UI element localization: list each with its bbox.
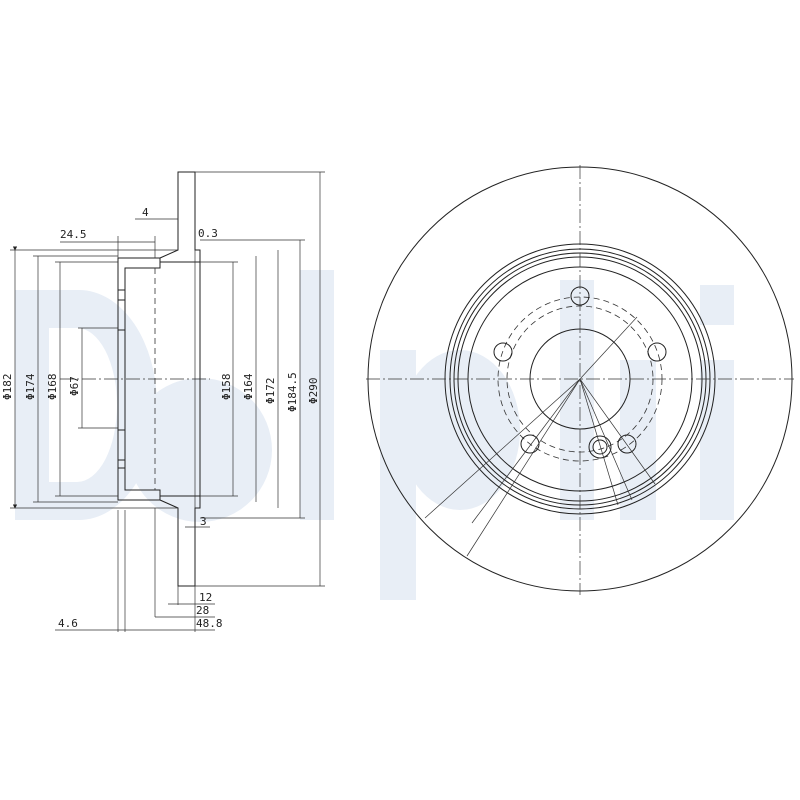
dim-label-4-6: 4.6 xyxy=(58,617,78,630)
side-section-view xyxy=(10,171,325,632)
dim-label-d168: Φ168 xyxy=(46,374,59,401)
bolt-hole xyxy=(617,434,637,454)
dim-label-24-5: 24.5 xyxy=(60,228,87,241)
dim-label-48-8: 48.8 xyxy=(196,617,223,630)
bolt-hole xyxy=(647,342,667,362)
delphi-watermark xyxy=(15,270,734,600)
dim-label-d182: Φ182 xyxy=(1,374,14,401)
right-diameter-labels: Φ158 Φ164 Φ172 Φ184.5 Φ290 xyxy=(220,372,320,412)
bolt-hole xyxy=(493,342,513,362)
dim-label-d290: Φ290 xyxy=(307,378,320,405)
dim-label-12: 12 xyxy=(199,591,212,604)
dim-label-d172: Φ172 xyxy=(264,378,277,405)
dim-label-d184-5: Φ184.5 xyxy=(286,372,299,412)
bolt-hole xyxy=(520,434,540,454)
dim-label-d174: Φ174 xyxy=(24,373,37,400)
front-view xyxy=(366,165,794,595)
dim-label-0-3: 0.3 xyxy=(198,227,218,240)
top-dimension-labels: 24.5 4 0.3 xyxy=(60,206,218,241)
dim-label-3: 3 xyxy=(200,515,207,528)
dim-label-d164: Φ164 xyxy=(242,373,255,400)
bottom-dimension-labels: 3 12 28 48.8 4.6 xyxy=(58,515,223,630)
dim-label-d67: Φ67 xyxy=(68,376,81,396)
locating-hole xyxy=(588,435,612,459)
bolt-holes xyxy=(493,286,667,459)
left-diameter-labels: Φ182 Φ174 Φ168 Φ67 xyxy=(1,373,81,400)
dim-label-28: 28 xyxy=(196,604,209,617)
dim-label-d158: Φ158 xyxy=(220,374,233,401)
dim-label-4: 4 xyxy=(142,206,149,219)
